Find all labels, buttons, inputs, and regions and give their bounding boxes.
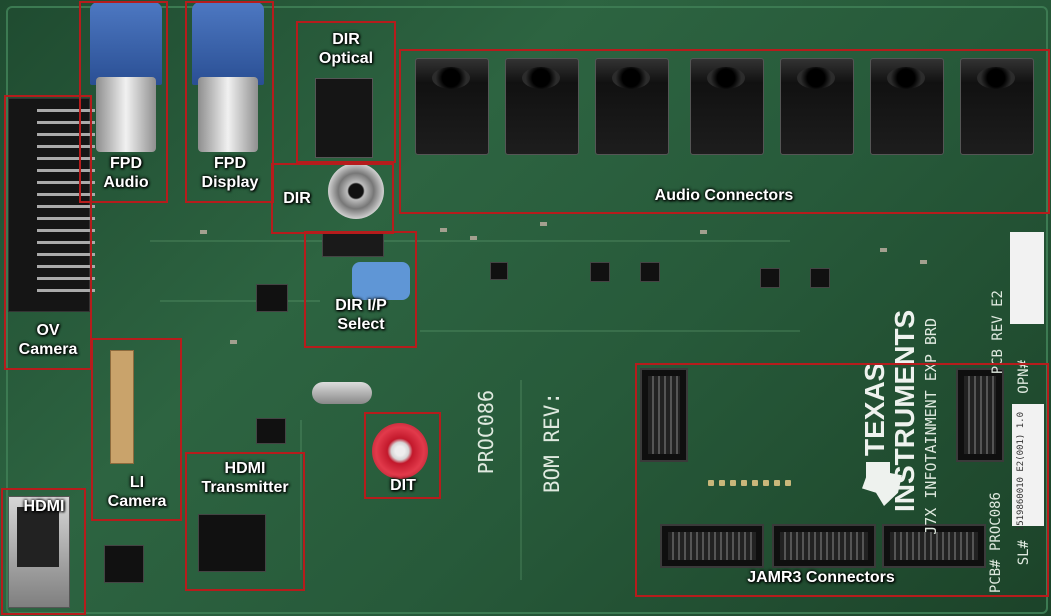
label-dir-optical: DIR Optical (318, 31, 374, 67)
crystal-oscillator (312, 382, 372, 404)
callout-hdmi-transmitter (185, 452, 305, 591)
smd-component (700, 230, 707, 234)
callout-dir (271, 163, 394, 234)
ic-chip (490, 262, 508, 280)
trace (520, 380, 522, 580)
trace (160, 300, 320, 302)
callout-fpd-display (185, 1, 274, 203)
ic-chip (810, 268, 830, 288)
ic-chip (104, 545, 144, 583)
trace (150, 240, 790, 242)
label-fpd-display: FPD Display (201, 155, 259, 191)
label-sticker (1010, 232, 1044, 324)
ov-camera-connector (8, 98, 95, 312)
jamr3-connector (660, 524, 764, 568)
ic-chip (256, 284, 288, 312)
label-sticker (1012, 404, 1044, 526)
jamr3-connector (640, 368, 688, 462)
callout-li-camera (91, 338, 182, 521)
smd-component (200, 230, 207, 234)
audio-jack (960, 58, 1034, 155)
li-camera-ffc-connector (110, 350, 134, 464)
label-dir-ip-select: DIR I/P Select (335, 297, 387, 333)
jamr3-connector (956, 368, 1004, 462)
label-audio-connectors: Audio Connectors (654, 187, 794, 204)
blue-capacitor (352, 262, 410, 300)
label-ov-camera: OV Camera (18, 322, 78, 358)
hdmi-port (8, 496, 70, 608)
header-pads (708, 480, 791, 486)
fpd-audio-connector (90, 2, 162, 152)
audio-jack (415, 58, 489, 155)
label-hdmi-transmitter: HDMI Transmitter (201, 460, 289, 496)
callout-ov-camera (4, 95, 92, 370)
dir-rca-connector (328, 163, 384, 219)
silkscreen-bom-rev: BOM REV: (540, 392, 564, 494)
label-jamr3-connectors: JAMR3 Connectors (747, 569, 895, 586)
ic-chip (256, 418, 286, 444)
audio-jack (780, 58, 854, 155)
trace (420, 330, 800, 332)
callout-hdmi (1, 488, 86, 615)
silkscreen-proc: PROC086 (474, 390, 498, 475)
label-fpd-audio: FPD Audio (103, 155, 149, 191)
callout-fpd-audio (79, 1, 168, 203)
silkscreen-pcb-rev: PCB REV E2 (990, 290, 1006, 375)
smd-component (540, 222, 547, 226)
smd-component (470, 236, 477, 240)
label-li-camera: LI Camera (107, 474, 167, 510)
callout-audio-connectors (399, 49, 1050, 214)
dit-rca-connector (372, 423, 428, 479)
audio-jack (505, 58, 579, 155)
callout-dir-ip-select (304, 231, 417, 348)
ic-chip (590, 262, 610, 282)
audio-jack (870, 58, 944, 155)
label-dir: DIR (283, 190, 311, 207)
trace (300, 420, 302, 570)
board-outline (6, 6, 1048, 614)
ic-chip (640, 262, 660, 282)
smd-component (880, 248, 887, 252)
audio-jack (690, 58, 764, 155)
audio-jack (595, 58, 669, 155)
label-dit: DIT (390, 477, 416, 494)
jamr3-connector (772, 524, 876, 568)
smd-component (230, 340, 237, 344)
smd-component (440, 228, 447, 232)
label-hdmi: HDMI (23, 498, 65, 515)
callout-dir-optical (296, 21, 396, 163)
dir-input-select-switch (322, 233, 384, 257)
callout-dit (364, 412, 441, 499)
jamr3-connector (882, 524, 986, 568)
callout-jamr3-connectors (635, 363, 1049, 597)
dir-optical-connector (315, 78, 373, 158)
fpd-display-connector (192, 2, 264, 152)
hdmi-transmitter-chip (198, 514, 266, 572)
smd-component (920, 260, 927, 264)
ic-chip (760, 268, 780, 288)
